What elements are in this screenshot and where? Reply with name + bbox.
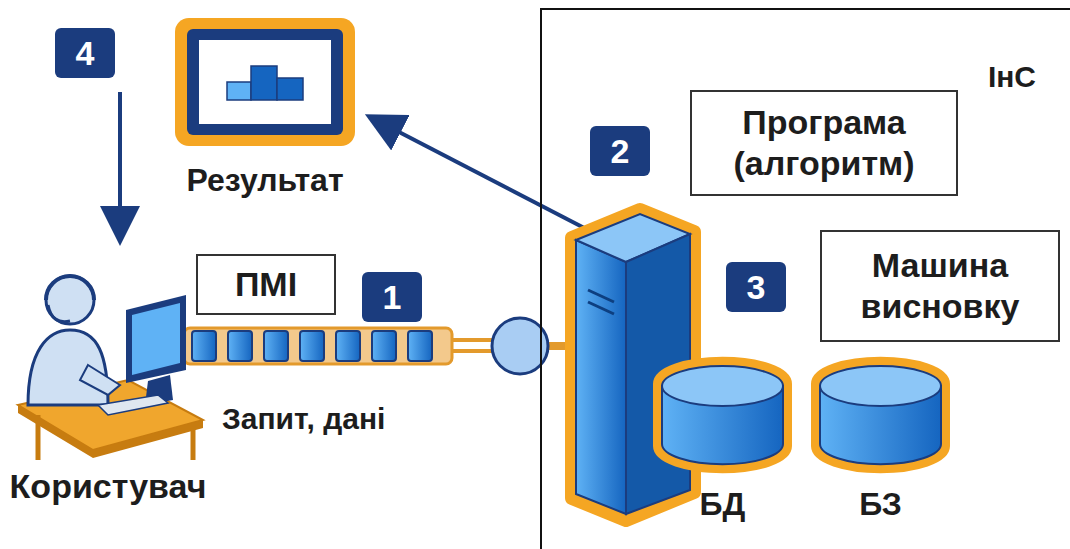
node-text: Користувач: [8, 467, 208, 506]
callout-number: 4: [55, 28, 115, 78]
program-box: Програма (алгоритм): [690, 90, 958, 196]
node-text: ПМІ: [235, 264, 297, 305]
knowledge-cylinder: БЗ: [808, 354, 953, 544]
node-text: Програма (алгоритм): [702, 102, 946, 184]
interface-box: ПМІ: [196, 254, 336, 315]
user-figure-icon: [8, 255, 208, 465]
result-monitor-icon: [165, 12, 365, 152]
callout-number: 2: [590, 126, 650, 176]
result-monitor: Результат: [165, 12, 365, 217]
data-channel: [184, 318, 580, 374]
knowledge-cylinder-icon: [808, 354, 953, 476]
result-arrow: [372, 118, 592, 232]
callout-number: 1: [362, 272, 422, 322]
user-figure: Користувач: [8, 255, 208, 530]
database-cylinder: БД: [650, 354, 795, 544]
node-text: Результат: [165, 162, 365, 199]
data-label: Запит, дані: [222, 402, 385, 436]
inference-box: Машина висновку: [820, 230, 1060, 342]
database-cylinder-icon: [650, 354, 795, 476]
down-arrow: [118, 92, 122, 238]
node-text: Машина висновку: [832, 245, 1048, 327]
node-text: ІнС: [988, 60, 1036, 94]
node-text: БД: [650, 486, 795, 523]
callout-number: 3: [726, 262, 786, 312]
system-region: ІнС Програма (алгоритм) Машина висновкуБД Б…: [540, 8, 1070, 549]
node-text: БЗ: [808, 486, 953, 523]
